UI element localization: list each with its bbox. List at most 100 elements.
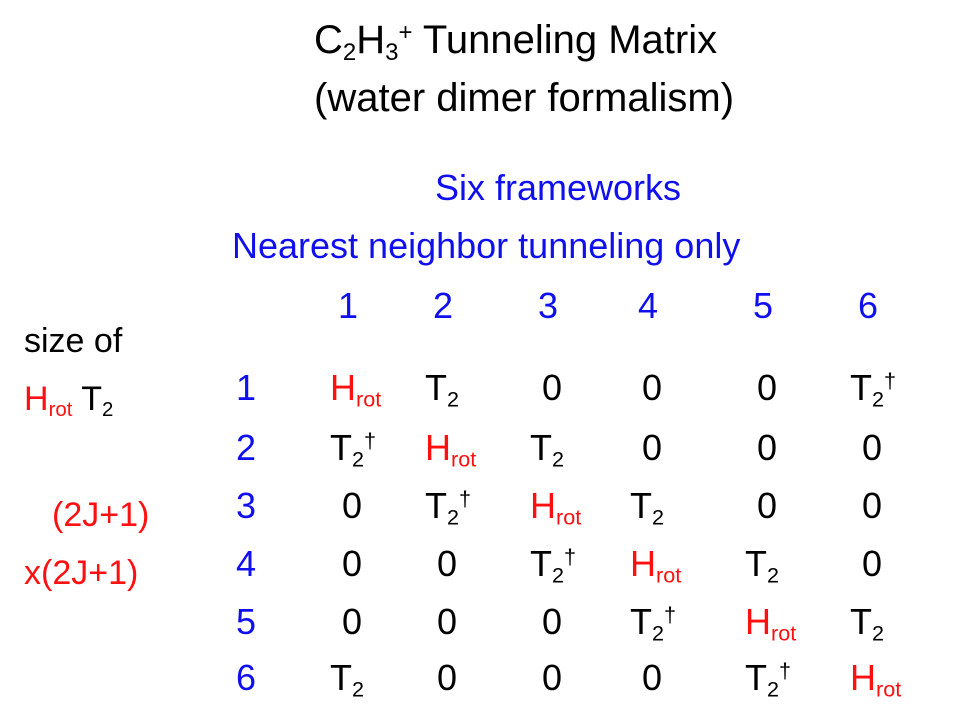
- cell-zero: 0: [437, 657, 458, 698]
- cell-h: H: [330, 367, 356, 408]
- cell-two-subscript: 2: [552, 562, 565, 588]
- cell-two-subscript: 2: [352, 676, 365, 702]
- cell-zero: 0: [757, 485, 778, 526]
- matrix-cell-zero: 0: [862, 546, 882, 582]
- matrix-column-header: 6: [858, 285, 879, 326]
- cell-t: T: [425, 485, 447, 526]
- cell-two-subscript: 2: [352, 446, 365, 472]
- side-note-size-of: size of: [24, 322, 123, 360]
- matrix-cell-zero: 0: [642, 370, 662, 406]
- cell-zero: 0: [757, 367, 778, 408]
- cell-two-subscript: 2: [447, 386, 460, 412]
- cell-rot-subscript: rot: [451, 446, 477, 472]
- cell-zero: 0: [757, 427, 778, 468]
- title-text: Tunneling Matrix: [412, 18, 718, 62]
- cell-h: H: [530, 485, 556, 526]
- side-note-dimension-1: (2J+1): [52, 496, 150, 534]
- title-h: H: [356, 18, 386, 62]
- cell-t: T: [530, 543, 552, 584]
- page-title-line-2: (water dimer formalism): [314, 76, 735, 120]
- cell-zero: 0: [542, 601, 563, 642]
- cell-h: H: [745, 601, 771, 642]
- matrix-cell-zero: 0: [542, 660, 562, 696]
- matrix-row-label: 1: [236, 367, 257, 408]
- matrix-cell-t2-dagger: T2†: [530, 543, 577, 586]
- matrix-cell-t2: T2: [330, 657, 364, 700]
- matrix-cell-zero: 0: [437, 546, 457, 582]
- cell-t: T: [425, 367, 447, 408]
- side-note-t2: T2: [81, 380, 114, 422]
- cell-dagger-superscript: †: [364, 428, 377, 454]
- cell-rot-subscript: rot: [356, 386, 382, 412]
- matrix-cell-zero: 0: [862, 488, 882, 524]
- cell-two-subscript: 2: [652, 620, 665, 646]
- cell-two-subscript: 2: [767, 676, 780, 702]
- cell-dagger-superscript: †: [459, 486, 472, 512]
- cell-two-subscript: 2: [872, 620, 885, 646]
- matrix-cell-t2-dagger: T2†: [745, 658, 792, 700]
- side-note-hrot: Hrot: [24, 380, 73, 422]
- cell-dagger-superscript: †: [664, 602, 677, 628]
- matrix-cell-hrot: Hrot: [330, 367, 381, 410]
- title-h-subscript: 3: [385, 39, 399, 67]
- subtitle-six-frameworks: Six frameworks: [435, 167, 682, 208]
- cell-zero: 0: [437, 601, 458, 642]
- cell-h: H: [850, 657, 876, 698]
- cell-zero: 0: [642, 427, 663, 468]
- side-note-hrot-h: H: [24, 380, 49, 418]
- matrix-cell-t2: T2: [745, 543, 779, 586]
- side-note-dimension-2: x(2J+1): [24, 554, 139, 592]
- matrix-cell-zero: 0: [342, 488, 362, 524]
- matrix-column-header: 4: [638, 285, 659, 326]
- cell-dagger-superscript: †: [779, 658, 792, 684]
- cell-zero: 0: [437, 543, 458, 584]
- matrix-cell-t2-dagger: T2†: [850, 368, 897, 410]
- matrix-cell-zero: 0: [437, 604, 457, 640]
- cell-rot-subscript: rot: [876, 676, 902, 702]
- matrix-cell-t2: T2: [530, 430, 564, 470]
- matrix-cell-t2-dagger: T2†: [630, 601, 677, 644]
- matrix-cell-t2-dagger: T2†: [330, 427, 377, 470]
- cell-zero: 0: [342, 543, 363, 584]
- matrix-column-header: 1: [338, 285, 359, 326]
- side-note-t2-t: T: [81, 380, 102, 418]
- matrix-cell-hrot: Hrot: [745, 601, 796, 644]
- cell-two-subscript: 2: [552, 446, 565, 472]
- matrix-cell-zero: 0: [757, 488, 777, 524]
- matrix-cell-t2: T2: [425, 367, 459, 410]
- cell-zero: 0: [642, 657, 663, 698]
- matrix-cell-hrot: Hrot: [630, 543, 681, 586]
- matrix-row-label: 5: [236, 601, 257, 642]
- matrix-row-label: 2: [236, 427, 257, 468]
- matrix-cell-hrot: Hrot: [850, 657, 901, 700]
- matrix-cell-t2: T2: [630, 485, 664, 528]
- cell-zero: 0: [862, 543, 883, 584]
- matrix-cell-zero: 0: [542, 604, 562, 640]
- matrix-cell-zero: 0: [862, 430, 882, 466]
- matrix-cell-zero: 0: [342, 604, 362, 640]
- matrix-column-header: 5: [753, 285, 774, 326]
- subtitle-nearest-neighbor: Nearest neighbor tunneling only: [232, 225, 741, 266]
- title-c: C: [314, 18, 343, 62]
- matrix-cell-t2-dagger: T2†: [425, 485, 472, 528]
- matrix-cell-zero: 0: [342, 546, 362, 582]
- side-note-t2-subscript: 2: [101, 399, 114, 422]
- cell-t: T: [330, 427, 352, 468]
- cell-t: T: [330, 657, 352, 698]
- matrix-cell-zero: 0: [642, 430, 662, 466]
- cell-two-subscript: 2: [652, 504, 665, 530]
- cell-t: T: [630, 601, 652, 642]
- matrix-row-label: 3: [236, 485, 257, 526]
- cell-dagger-superscript: †: [884, 368, 897, 394]
- side-note-hrot-subscript: rot: [48, 399, 73, 422]
- cell-h: H: [425, 427, 451, 468]
- cell-dagger-superscript: †: [564, 544, 577, 570]
- cell-rot-subscript: rot: [656, 562, 682, 588]
- cell-rot-subscript: rot: [771, 620, 797, 646]
- cell-t: T: [745, 543, 767, 584]
- cell-h: H: [630, 543, 656, 584]
- cell-two-subscript: 2: [767, 562, 780, 588]
- title-c-subscript: 2: [342, 39, 357, 67]
- cell-t: T: [630, 485, 652, 526]
- cell-rot-subscript: rot: [556, 504, 582, 530]
